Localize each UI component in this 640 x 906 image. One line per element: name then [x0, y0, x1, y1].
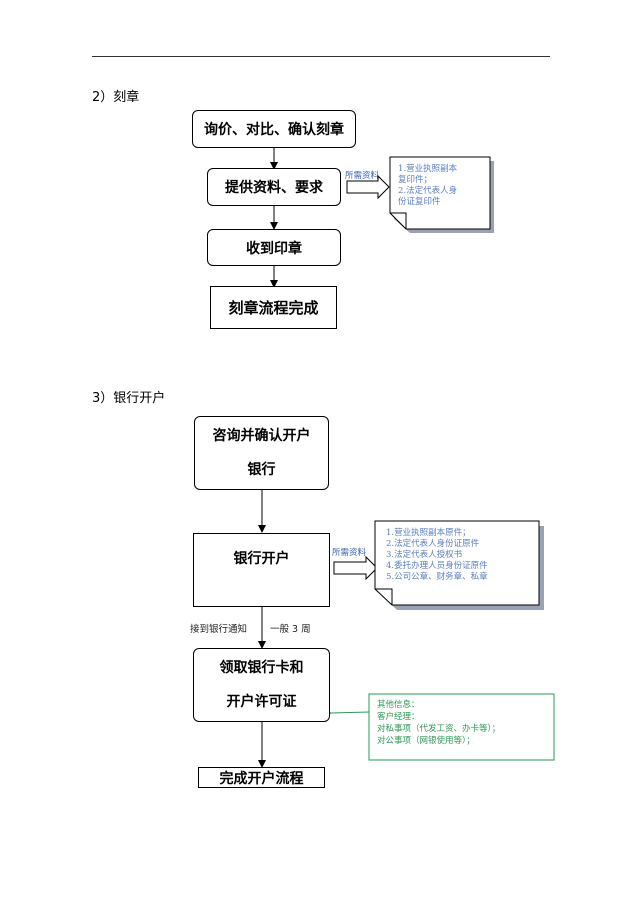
section-3-heading: 3）银行开户 — [92, 391, 166, 406]
note-label-s2: 所需资料 — [345, 171, 380, 181]
step-s3-open: 银行开户 — [193, 533, 330, 607]
edge-label-notice: 接到银行通知 — [190, 624, 248, 635]
step-s3-consult: 咨询并确认开户 银行 — [194, 416, 329, 490]
note-text-s2: 1.营业执照副本 复印件； 2.法定代表人身 份证复印件 — [398, 164, 458, 207]
edge-label-period: 一般 3 周 — [270, 624, 311, 635]
block-arrow-s2 — [346, 174, 390, 200]
green-callout-line — [331, 712, 370, 713]
note-paper-s3 — [374, 520, 540, 606]
step-s2-done: 刻章流程完成 — [210, 286, 337, 329]
green-callout-box — [368, 693, 555, 761]
step-s2-inquire: 询价、对比、确认刻章 — [192, 110, 356, 148]
step-s2-receive: 收到印章 — [207, 229, 341, 266]
step-s3-receive: 领取银行卡和 开户许可证 — [193, 648, 330, 722]
block-arrow-s3 — [333, 555, 378, 581]
step-s3-done: 完成开户流程 — [198, 767, 325, 788]
section-2-heading: 2）刻章 — [92, 90, 140, 105]
note-label-s3: 所需资料 — [332, 548, 367, 558]
note-text-s3: 1.营业执照副本原件； 2.法定代表人身份证原件 3.法定代表人授权书 4.委托… — [386, 528, 488, 582]
header-rule — [92, 56, 550, 57]
step-s2-provide: 提供资料、要求 — [207, 168, 341, 206]
other-info-text: 其他信息： 客户经理： 对私事项（代发工资、办卡等）； 对公事项（网银使用等）； — [377, 700, 501, 746]
note-paper-s2 — [389, 156, 491, 230]
